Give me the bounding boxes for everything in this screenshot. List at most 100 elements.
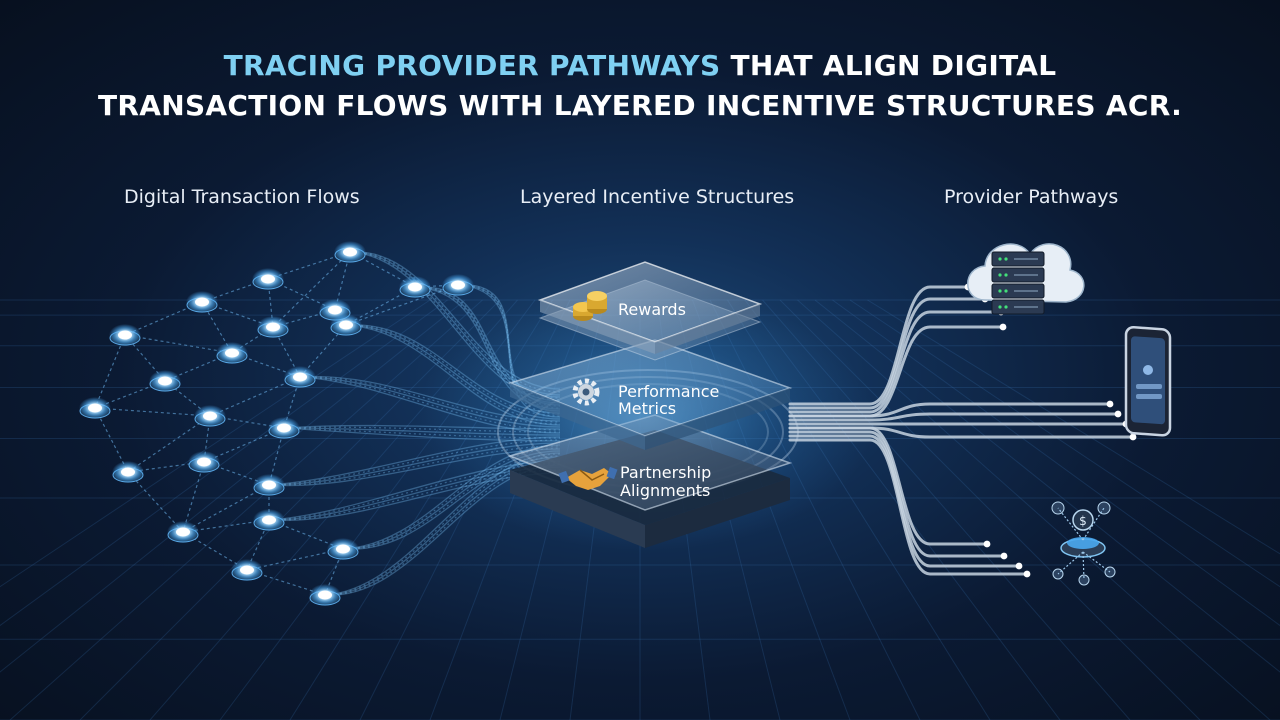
- title-line-1: TRACING PROVIDER PATHWAYS THAT ALIGN DIG…: [0, 46, 1280, 86]
- cloud-server-icon: [967, 243, 1085, 315]
- network-edge: [209, 376, 301, 417]
- flow-line: [324, 455, 561, 596]
- pathway-line: [788, 297, 987, 410]
- title-highlight: TRACING PROVIDER PATHWAYS: [223, 49, 721, 82]
- pathway-endpoint: [1129, 433, 1137, 441]
- flow-line: [345, 324, 561, 420]
- network-node: [268, 417, 300, 439]
- performance-label-line2: Metrics: [618, 399, 676, 418]
- network-edge: [127, 471, 184, 533]
- layer-performance: [507, 339, 793, 450]
- network-edge: [94, 407, 129, 473]
- network-node: [253, 509, 285, 531]
- flow-line: [268, 460, 561, 521]
- grid-line: [0, 299, 448, 627]
- flow-line: [345, 324, 561, 426]
- provider-pathway-lines: [788, 283, 1137, 578]
- pathway-endpoint: [999, 323, 1007, 331]
- pathway-endpoint: [1106, 400, 1114, 408]
- network-node: [194, 405, 226, 427]
- pathway-line: [788, 285, 970, 406]
- handshake-icon: [558, 466, 618, 490]
- grid-line: [0, 299, 466, 673]
- network-node: [112, 461, 144, 483]
- flow-line: [283, 427, 561, 436]
- grid-line: [867, 299, 1280, 555]
- network-edge: [94, 334, 126, 409]
- network-edge: [246, 548, 344, 571]
- network-edge: [345, 284, 459, 326]
- grid-line: [814, 299, 1280, 673]
- network-node: [186, 291, 218, 313]
- network-node: [109, 324, 141, 346]
- network-edge: [94, 407, 211, 417]
- network-node: [334, 241, 366, 263]
- title-line-2: TRANSACTION FLOWS WITH LAYERED INCENTIVE…: [97, 89, 1183, 122]
- pathway-endpoint: [1114, 410, 1122, 418]
- network-node: [284, 366, 316, 388]
- grid-line: [0, 299, 431, 588]
- grid-line: [79, 299, 501, 720]
- network-node: [216, 342, 248, 364]
- pathway-line: [788, 412, 1120, 422]
- grid-line: [832, 299, 1280, 627]
- flow-line: [299, 376, 561, 434]
- flow-line: [299, 375, 561, 422]
- svg-text:$: $: [1079, 514, 1087, 528]
- pathway-line: [788, 402, 1112, 418]
- flow-line: [342, 444, 561, 550]
- flow-line: [268, 448, 561, 487]
- network-node: [330, 314, 362, 336]
- section-label-provider-pathways: Provider Pathways: [944, 186, 1119, 208]
- network-node: [188, 451, 220, 473]
- pathway-line: [788, 430, 1006, 558]
- pathway-line: [788, 438, 1029, 576]
- grid-line: [849, 299, 1280, 588]
- rewards-label: Rewards: [618, 300, 686, 319]
- layer-stack: Rewards Performance Metrics Partnership …: [507, 261, 793, 548]
- flow-line: [283, 427, 561, 442]
- network-node: [442, 274, 474, 296]
- gear-icon: [572, 378, 600, 406]
- flow-line: [457, 284, 561, 418]
- flow-line: [349, 251, 561, 393]
- pathway-endpoint: [1023, 570, 1031, 578]
- flow-line: [299, 376, 561, 428]
- flow-line: [283, 424, 561, 430]
- network-node: [149, 370, 181, 392]
- pathway-line: [788, 310, 1003, 414]
- title-line-1-rest: THAT ALIGN DIGITAL: [720, 49, 1057, 82]
- network-node: [257, 316, 289, 338]
- smartphone-icon: [1124, 326, 1172, 437]
- partnership-label-line1: Partnership: [620, 463, 711, 482]
- network-edge: [124, 334, 233, 354]
- page-title: TRACING PROVIDER PATHWAYS THAT ALIGN DIG…: [0, 46, 1280, 126]
- network-node: [253, 474, 285, 496]
- network-edge: [127, 415, 211, 473]
- payment-node-icon: $: [1051, 501, 1116, 586]
- grid-line: [797, 299, 1271, 720]
- network-node: [167, 521, 199, 543]
- flow-line: [345, 324, 561, 423]
- performance-label-line1: Performance: [618, 382, 719, 401]
- flow-line: [268, 436, 561, 486]
- partnership-label-line2: Alignments: [620, 481, 710, 500]
- flow-line: [299, 376, 561, 425]
- section-label-transaction-flows: Digital Transaction Flows: [124, 186, 360, 208]
- transaction-flow-lines: [268, 251, 561, 596]
- pathway-endpoint: [1015, 562, 1023, 570]
- coins-icon: [573, 291, 607, 321]
- grid-line: [9, 299, 483, 720]
- flow-line: [345, 324, 561, 414]
- network-edge: [272, 309, 336, 328]
- network-node: [399, 276, 431, 298]
- pathway-line: [788, 426, 989, 546]
- flow-line: [283, 427, 561, 439]
- network-edge: [182, 484, 270, 533]
- flow-line: [342, 453, 561, 550]
- section-label-incentive-structures: Layered Incentive Structures: [520, 186, 795, 208]
- network-node: [252, 268, 284, 290]
- network-edge: [182, 461, 205, 533]
- flow-line: [268, 439, 561, 486]
